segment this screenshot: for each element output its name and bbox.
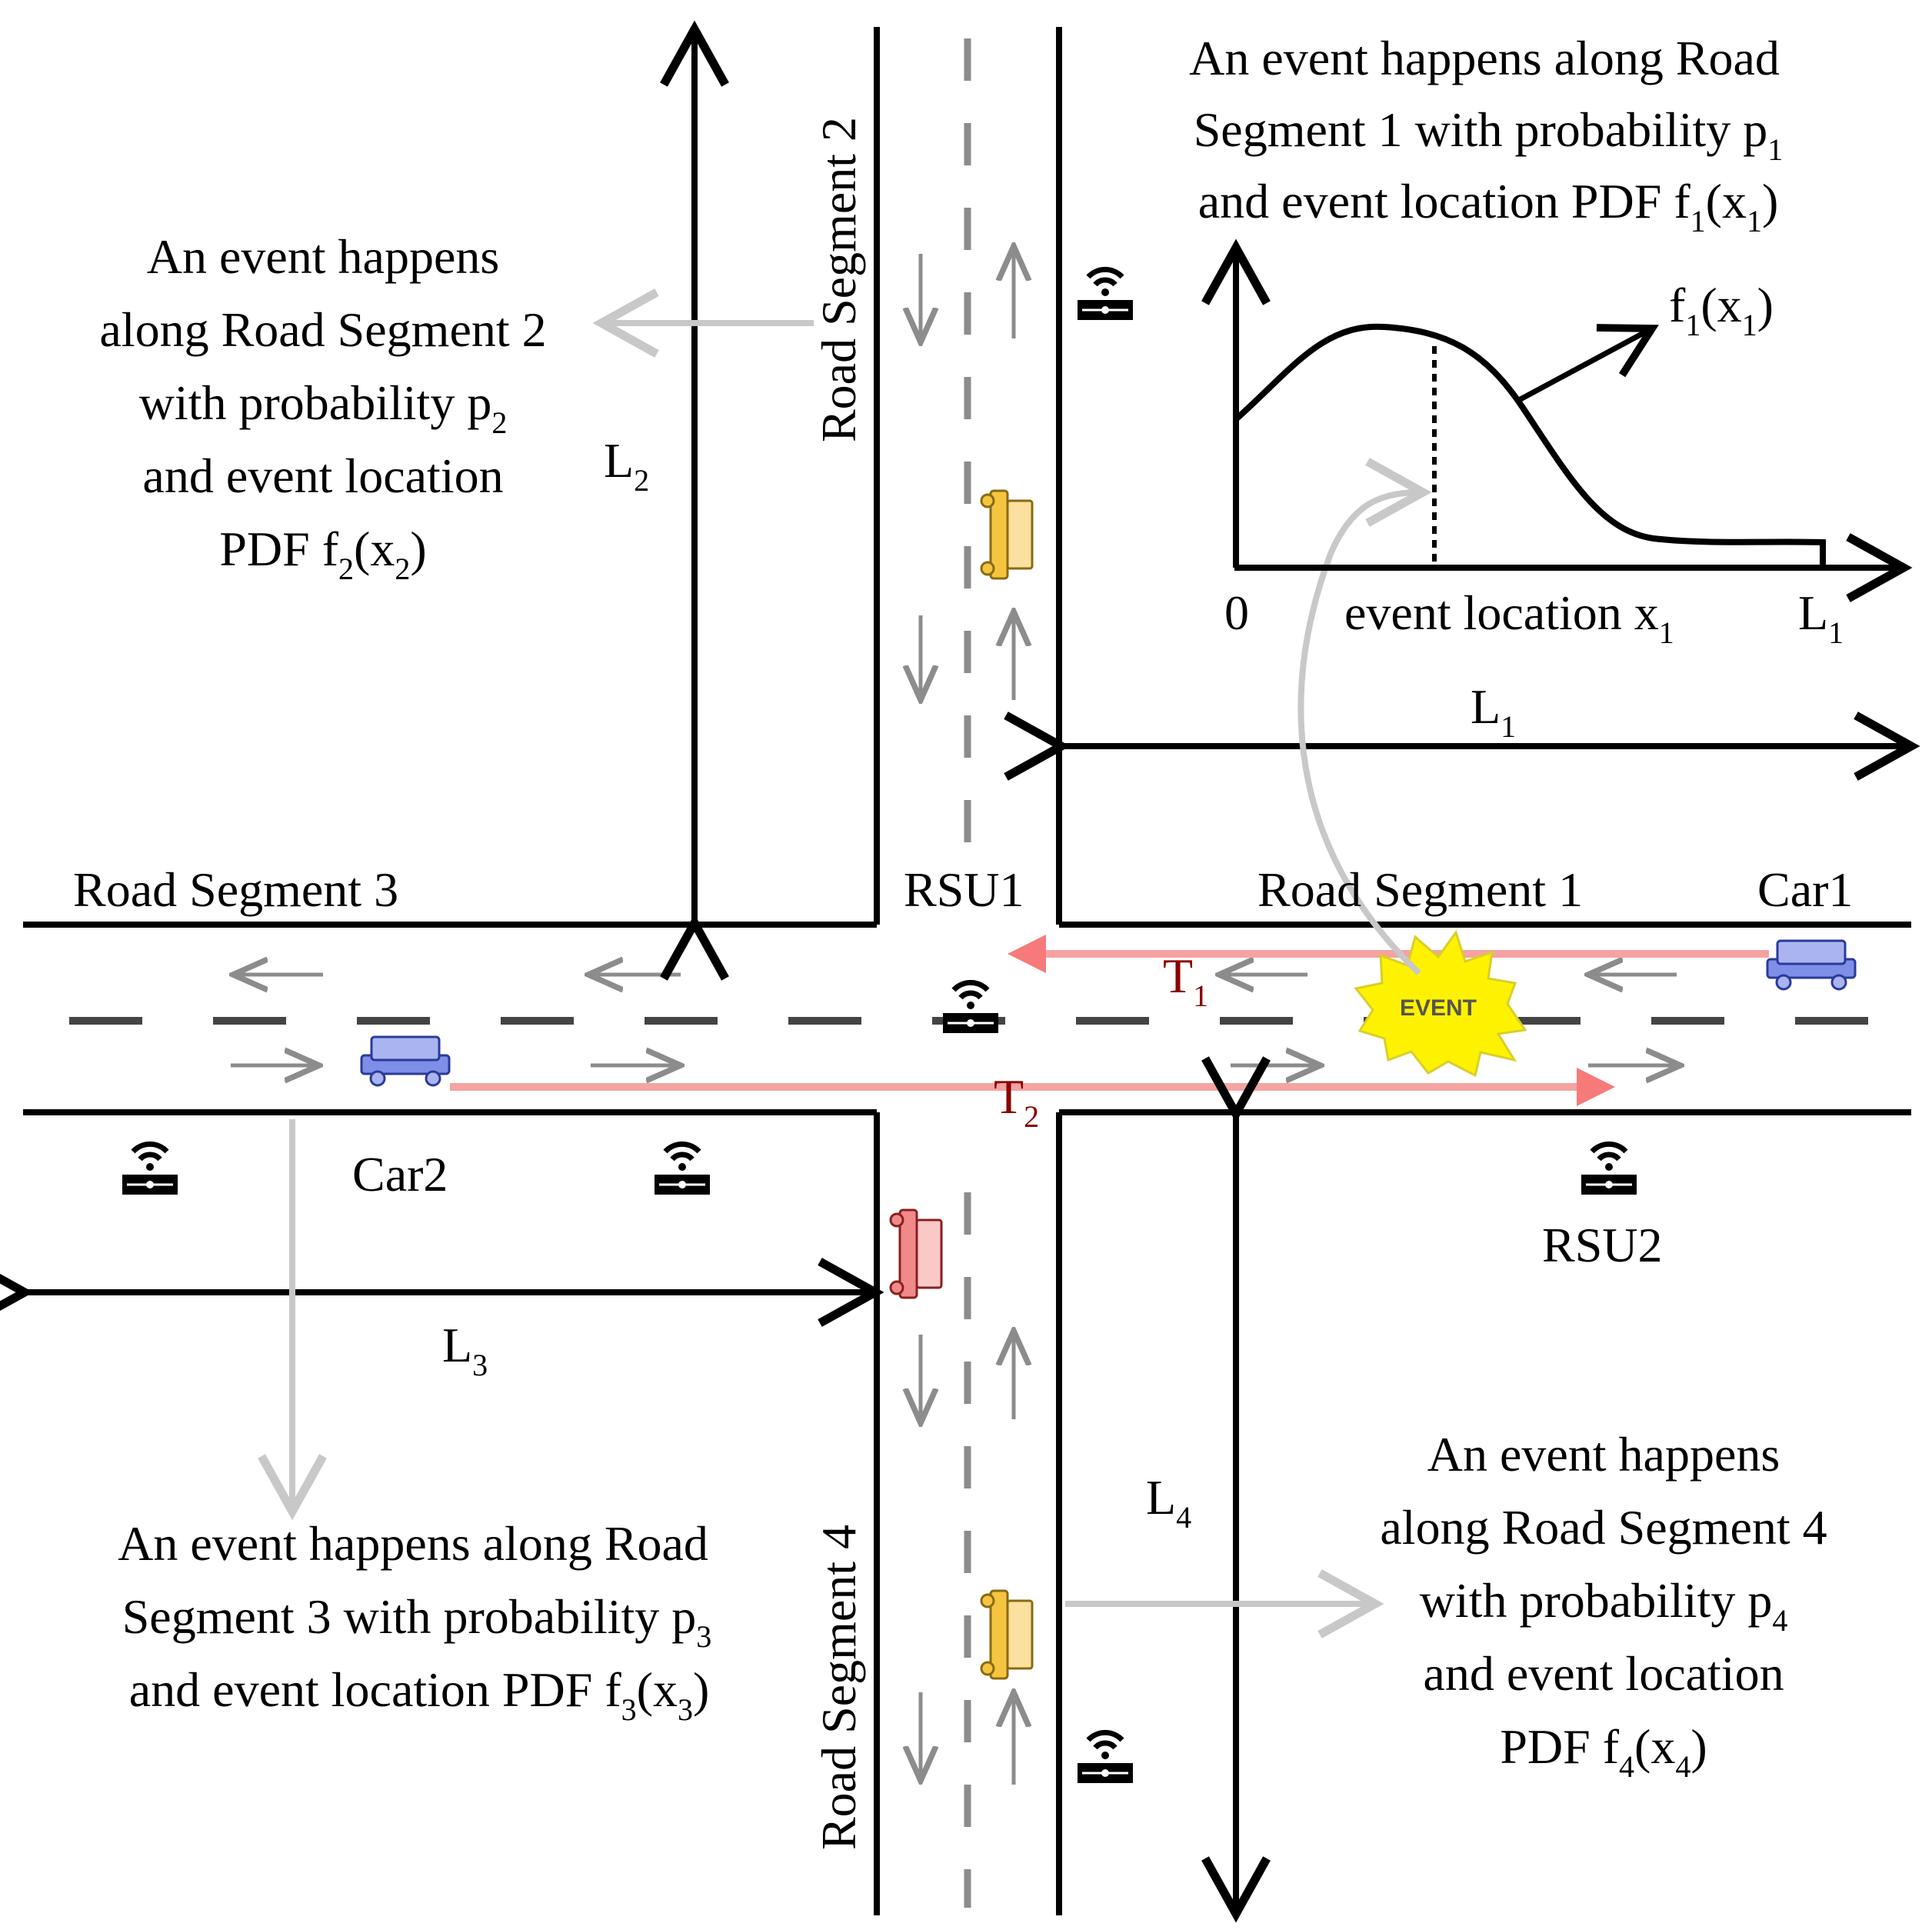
seg2-annotation-line: An event happens [147, 229, 500, 284]
length-arrows [0, 20, 1920, 1923]
seg4-annotation-line: and event location [1423, 1646, 1784, 1701]
event-burst: EVENT [1354, 929, 1527, 1078]
seg1-annotation-line: and event location PDF f1(x1) [1198, 174, 1779, 238]
event-label: EVENT [1400, 995, 1477, 1021]
seg3-annotation-line: Segment 3 with probability p3 [122, 1589, 712, 1654]
seg4-annotation-line: along Road Segment 4 [1380, 1500, 1827, 1555]
event-star-icon [1354, 929, 1527, 1078]
road-segment-3-label: Road Segment 3 [73, 862, 398, 917]
T1-label: T1 [1163, 948, 1208, 1013]
road-edges [23, 27, 1911, 1915]
pdf-curve-label: f1(x1) [1669, 278, 1774, 342]
seg3-annotation-line: An event happens along Road [118, 1516, 708, 1571]
road-segment-4-label: Road Segment 4 [811, 1525, 866, 1850]
rsu-antenna-icon [1078, 269, 1133, 320]
callout-arrow-event-to-chart [1297, 458, 1432, 975]
pdf-curve [1234, 323, 1826, 568]
L3-label: L3 [442, 1318, 488, 1382]
rsu1-label: RSU1 [904, 862, 1024, 917]
L2-label: L2 [604, 433, 649, 498]
seg1-annotation-line: An event happens along Road [1189, 31, 1780, 85]
seg2-annotation-line: with probability p2 [139, 375, 508, 440]
car2-label: Car2 [352, 1147, 448, 1202]
rsu2-label: RSU2 [1542, 1218, 1663, 1272]
rsu-antenna-icon [1078, 1732, 1133, 1783]
seg4-annotation: An event happens along Road Segment 4 wi… [1380, 1427, 1827, 1784]
seg4-annotation-line: An event happens [1427, 1427, 1780, 1482]
rsu-antenna-icon [655, 1144, 710, 1195]
car1[interactable] [1766, 939, 1857, 991]
seg2-annotation-line: PDF f2(x2) [219, 522, 426, 586]
rsu2-antenna-icon [1581, 1144, 1637, 1195]
seg2-annotation-line: along Road Segment 2 [99, 302, 546, 357]
L4-label: L4 [1146, 1470, 1191, 1535]
pdf-label-pointer [1517, 324, 1659, 403]
text-labels: Road Segment 3 Road Segment 1 RSU1 Car1 … [73, 31, 1853, 1850]
L1-label: L1 [1471, 679, 1516, 744]
rsu1-antenna-icon [943, 982, 998, 1033]
pdf-inset-chart [1201, 238, 1913, 602]
seg4-annotation-line: PDF f4(x4) [1500, 1719, 1707, 1784]
traffic-arrows [231, 250, 1677, 1785]
seg2-annotation-line: and event location [142, 448, 503, 503]
T2-label: T2 [994, 1069, 1039, 1134]
transmissions [450, 935, 1769, 1106]
seg1-annotation: An event happens along Road Segment 1 wi… [1189, 31, 1783, 238]
car1-label: Car1 [1757, 862, 1853, 917]
chart-x-max-label: L1 [1798, 585, 1844, 650]
chart-origin-label: 0 [1224, 585, 1249, 640]
seg2-annotation: An event happens along Road Segment 2 wi… [99, 229, 546, 586]
car2[interactable] [360, 1035, 451, 1087]
car-red-south[interactable] [889, 1208, 943, 1299]
seg4-annotation-line: with probability p4 [1420, 1573, 1788, 1638]
road-segment-2-label: Road Segment 2 [811, 117, 866, 442]
rsu-antenna-icon [122, 1144, 178, 1195]
seg3-annotation: An event happens along Road Segment 3 wi… [118, 1516, 711, 1727]
road-segment-1-label: Road Segment 1 [1257, 862, 1583, 917]
seg1-annotation-line: Segment 1 with probability p1 [1194, 102, 1784, 167]
car-yellow-south[interactable] [980, 1589, 1034, 1680]
seg3-annotation-line: and event location PDF f3(x3) [129, 1662, 710, 1727]
car-yellow-north[interactable] [980, 489, 1034, 580]
chart-x-axis-label: event location x1 [1344, 585, 1674, 650]
callout-arrows [258, 288, 1432, 1638]
